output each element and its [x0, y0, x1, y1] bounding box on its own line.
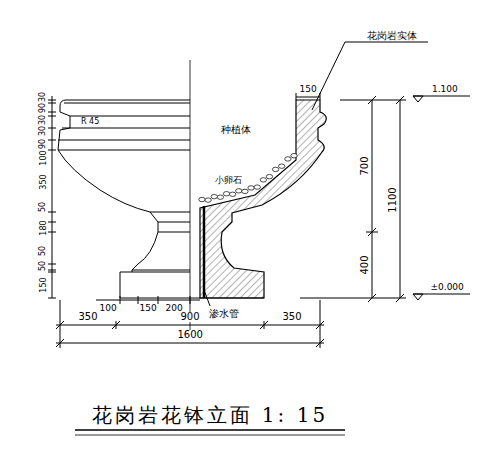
dimension: 100 [39, 149, 47, 166]
dimension: 700 [359, 155, 369, 176]
dimension: 350 [282, 312, 303, 322]
dimension: 90 [39, 138, 47, 150]
dimension: 150 [299, 85, 318, 94]
dimension: R 45 [80, 118, 100, 126]
dimension: 1100 [387, 186, 397, 213]
part-label: 种植体 [220, 125, 252, 135]
dimension: 180 [39, 219, 47, 236]
part-label: 小卵石 [214, 176, 243, 185]
part-label: 渗水管 [208, 309, 240, 319]
dimension: 400 [359, 254, 369, 275]
level-mark: 1.100 [431, 85, 459, 94]
dimension: 30 [39, 125, 47, 137]
part-label: 花岗岩实体 [366, 31, 418, 41]
drawing-caption: 花岗岩花钵立面 1: 15 [92, 405, 329, 425]
dimension: 100 [99, 304, 118, 313]
dimension: 350 [78, 312, 99, 322]
dimension: 150 [139, 304, 158, 313]
level-mark: ±0.000 [430, 283, 465, 292]
dimension: 150 [39, 276, 47, 293]
dimension: 50 [39, 201, 47, 213]
dimension: 90 [39, 102, 47, 114]
dimension: 50 [39, 260, 47, 272]
dimension: 1600 [177, 330, 204, 340]
dimension: 350 [39, 173, 47, 190]
dimension: 50 [39, 245, 47, 257]
dimension: 900 [180, 312, 201, 322]
